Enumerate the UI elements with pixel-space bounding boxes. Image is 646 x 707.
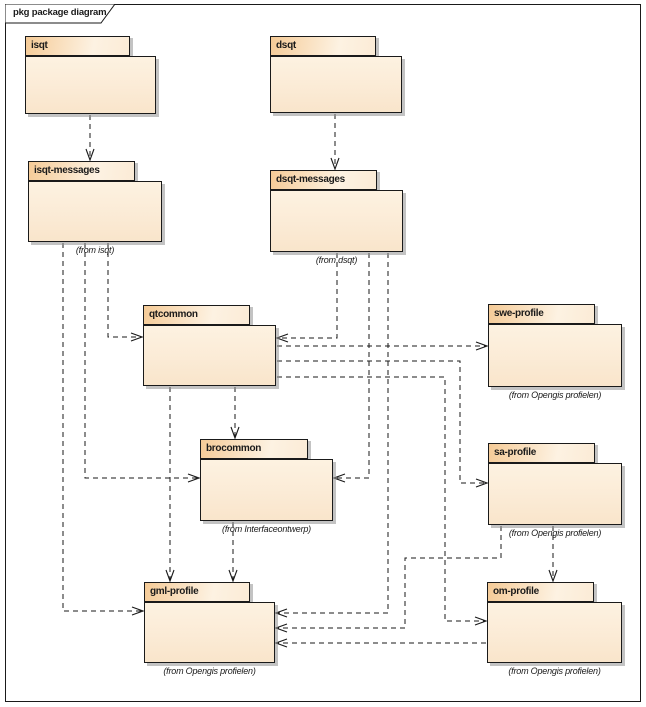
package-body (488, 324, 622, 387)
package-tab: dsqt-messages (270, 170, 377, 190)
diagram-frame (5, 4, 641, 702)
package-caption: (from dsqt) (315, 255, 358, 265)
package-body (200, 459, 333, 521)
frame-title-tab (5, 4, 116, 24)
edge-dsqt-messages-to-gml-profile[interactable] (276, 253, 389, 613)
edge-dsqt-messages-to-brocommon[interactable] (334, 253, 370, 478)
package-caption: (from Opengis profielen) (163, 666, 256, 676)
frame-title-pentagon (5, 4, 116, 24)
package-name: gml-profile (150, 586, 199, 597)
package-name: brocommon (206, 443, 262, 454)
package-tab: swe-profile (488, 304, 595, 324)
package-name: qtcommon (149, 309, 198, 320)
edge-isqt-messages-to-qtcommon[interactable] (107, 243, 142, 337)
edge-isqt-messages-to-brocommon[interactable] (84, 243, 199, 478)
edge-isqt-messages-to-gml-profile[interactable] (62, 243, 143, 611)
edge-dsqt-messages-to-qtcommon[interactable] (277, 253, 338, 338)
package-body (488, 463, 622, 525)
package-name: dsqt (276, 40, 296, 51)
package-tab: isqt (25, 36, 130, 56)
package-tab: om-profile (487, 582, 594, 602)
package-body (270, 190, 403, 252)
package-tab: dsqt (270, 36, 376, 56)
package-tab: qtcommon (143, 305, 250, 325)
edge-qtcommon-to-sa-profile[interactable] (277, 360, 487, 483)
package-tab: gml-profile (144, 582, 250, 602)
edge-qtcommon-to-om-profile[interactable] (277, 376, 486, 621)
package-tab: sa-profile (488, 443, 595, 463)
edge-sa-profile-to-gml-profile[interactable] (276, 526, 502, 628)
package-name: isqt-messages (34, 165, 100, 176)
package-caption: (from Opengis profielen) (508, 528, 602, 538)
package-caption: (from Interfaceontwerp) (222, 524, 311, 534)
package-tab: brocommon (200, 439, 308, 459)
package-caption: (from Opengis profielen) (508, 666, 601, 676)
package-body (143, 325, 276, 386)
package-name: isqt (31, 40, 48, 51)
package-name: swe-profile (494, 308, 544, 319)
package-name: sa-profile (494, 447, 537, 458)
package-tab: isqt-messages (28, 161, 135, 181)
package-body (25, 56, 156, 114)
package-name: dsqt-messages (276, 174, 345, 185)
package-body (144, 602, 275, 663)
frame-title: pkg package diagram (13, 7, 107, 18)
package-body (487, 602, 622, 663)
package-caption: (from isqt) (75, 245, 115, 255)
package-caption: (from Opengis profielen) (508, 390, 602, 400)
package-body (270, 56, 402, 113)
package-body (28, 181, 162, 242)
package-name: om-profile (493, 586, 539, 597)
